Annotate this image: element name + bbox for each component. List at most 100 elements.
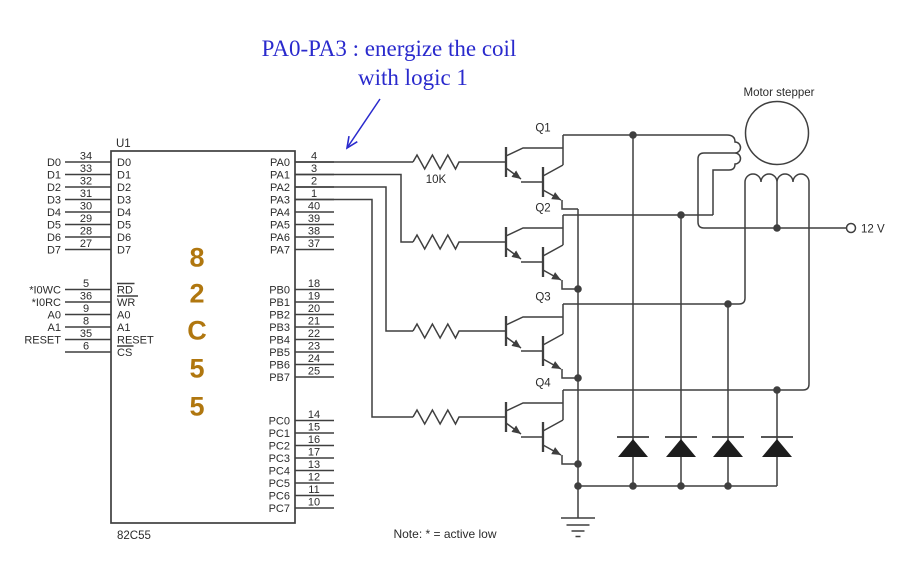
- chip-pin-name: D3: [117, 195, 131, 207]
- emitter-arrow: [505, 336, 522, 349]
- pin-number: 27: [80, 238, 92, 250]
- pin-number: 21: [308, 316, 320, 328]
- pin-number: 13: [308, 459, 320, 471]
- chip-pin-name: PC3: [269, 453, 290, 465]
- chip-part-label: 82C55: [117, 530, 151, 542]
- pin-number: 23: [308, 341, 320, 353]
- pin-number: 6: [83, 341, 89, 353]
- chip-pin-name: PB7: [269, 372, 290, 384]
- junction-dot: [574, 482, 582, 490]
- motor-label: Motor stepper: [744, 87, 815, 99]
- transistor-bodies: [505, 135, 578, 465]
- pin-number: 9: [83, 303, 89, 315]
- junction-dot: [629, 131, 637, 139]
- chip-code-letter: C: [187, 316, 207, 346]
- chip-code-letters: 8 2 C 5 5: [187, 243, 207, 422]
- chip-pin-name: PC4: [269, 466, 290, 478]
- pin-number: 11: [308, 484, 319, 496]
- chip-pin-name-rd: RD: [117, 285, 133, 297]
- ground-symbol: [561, 517, 595, 538]
- emitter-arrows: [505, 167, 562, 456]
- junction-dot: [773, 386, 781, 394]
- signal-label: RESET: [24, 335, 61, 347]
- junction-dot: [574, 285, 582, 293]
- chip-right-pin-names: PA0 PA1 PA2 PA3 PA4 PA5 PA6 PA7 PB0 PB1 …: [269, 157, 290, 515]
- supply-terminal-circle: [845, 222, 857, 234]
- diode-symbol: [762, 439, 792, 457]
- left-pin-numbers: 34 33 32 31 30 29 28 27 5 36 9 8 35 6: [80, 151, 92, 353]
- chip-pin-name: RESET: [117, 335, 154, 347]
- pin-number: 28: [80, 226, 92, 238]
- pin-number: 2: [311, 176, 317, 188]
- chip-pin-name: PB6: [269, 360, 290, 372]
- signal-label: A0: [48, 310, 61, 322]
- pin-number: 39: [308, 213, 320, 225]
- chip-pin-name: PA4: [270, 207, 290, 219]
- pin-number: 34: [80, 151, 92, 163]
- chip-pin-name: PB4: [269, 335, 290, 347]
- resistor-value-label: 10K: [426, 174, 447, 186]
- junction-dot: [724, 300, 732, 308]
- chip-code-letter: 2: [189, 279, 204, 309]
- chip-pin-name: PC6: [269, 491, 290, 503]
- pin-number: 32: [80, 176, 92, 188]
- chip-pin-name: D0: [117, 157, 131, 169]
- signal-label: *I0WC: [29, 285, 61, 297]
- pin-number: 33: [80, 163, 92, 175]
- chip-pin-name: PA2: [270, 182, 290, 194]
- emitter-arrow: [505, 247, 522, 260]
- chip-pin-name: PC0: [269, 416, 290, 428]
- chip-code-letter: 5: [189, 354, 204, 384]
- emitter-arrow: [542, 189, 562, 201]
- signal-label: D5: [47, 220, 61, 232]
- active-low-overlines: [117, 282, 138, 347]
- chip-pin-name: PC1: [269, 428, 290, 440]
- signal-label: D6: [47, 232, 61, 244]
- motor-and-output-network: Motor stepper 12 V: [561, 87, 885, 538]
- chip-pin-name: PA0: [270, 157, 290, 169]
- chip-pin-name-cs: CS: [117, 347, 132, 359]
- junction-dot: [724, 482, 732, 490]
- transistor-label-q3: Q3: [535, 292, 550, 304]
- chip-pin-name: PC2: [269, 441, 290, 453]
- chip-left-pin-names: D0 D1 D2 D3 D4 D5 D6 D7 RD WR A0 A1 RESE…: [117, 157, 154, 359]
- chip-pin-name: D2: [117, 182, 131, 194]
- output-wiring: [563, 134, 846, 518]
- transistor-label-q4: Q4: [535, 378, 551, 390]
- pin-number: 35: [80, 328, 92, 340]
- pin-number: 1: [311, 188, 317, 200]
- diode-symbol: [713, 439, 743, 457]
- chip-pin-name: D5: [117, 220, 131, 232]
- pin-number: 20: [308, 303, 320, 315]
- supply-voltage-label: 12 V: [861, 224, 885, 236]
- pa-wires: [295, 161, 506, 418]
- chip-pin-name: PA7: [270, 245, 290, 257]
- chip-pin-name: PA3: [270, 195, 290, 207]
- signal-label: D4: [47, 207, 61, 219]
- resistor-symbols: [412, 153, 461, 426]
- pin-number: 17: [308, 447, 320, 459]
- pin-number: 38: [308, 226, 320, 238]
- pin-number: 3: [311, 163, 317, 175]
- motor-body-circle: [744, 100, 810, 166]
- signal-label: D3: [47, 195, 61, 207]
- pin-number: 10: [308, 497, 320, 509]
- chip-code-letter: 5: [189, 392, 204, 422]
- annotation-line2: with logic 1: [358, 65, 468, 90]
- chip-pin-name: PB5: [269, 347, 290, 359]
- diode-symbol: [618, 439, 648, 457]
- chip-pin-name: D7: [117, 245, 131, 257]
- pin-number: 12: [308, 472, 320, 484]
- signal-label: D7: [47, 245, 61, 257]
- emitter-arrow: [542, 358, 562, 370]
- chip-pin-name: PB2: [269, 310, 290, 322]
- junction-dots: [574, 131, 781, 490]
- freewheel-diodes: [617, 436, 793, 457]
- pin-number: 31: [80, 188, 92, 200]
- chip-refdes: U1: [116, 138, 131, 150]
- chip-82c55: U1 82C55 8 2 C 5 5 D0 D1 D2 D3 D4 D5 D6 …: [24, 138, 334, 542]
- left-pin-stubs: [65, 161, 111, 353]
- pin-number: 18: [308, 278, 320, 290]
- pin-number: 4: [311, 151, 317, 163]
